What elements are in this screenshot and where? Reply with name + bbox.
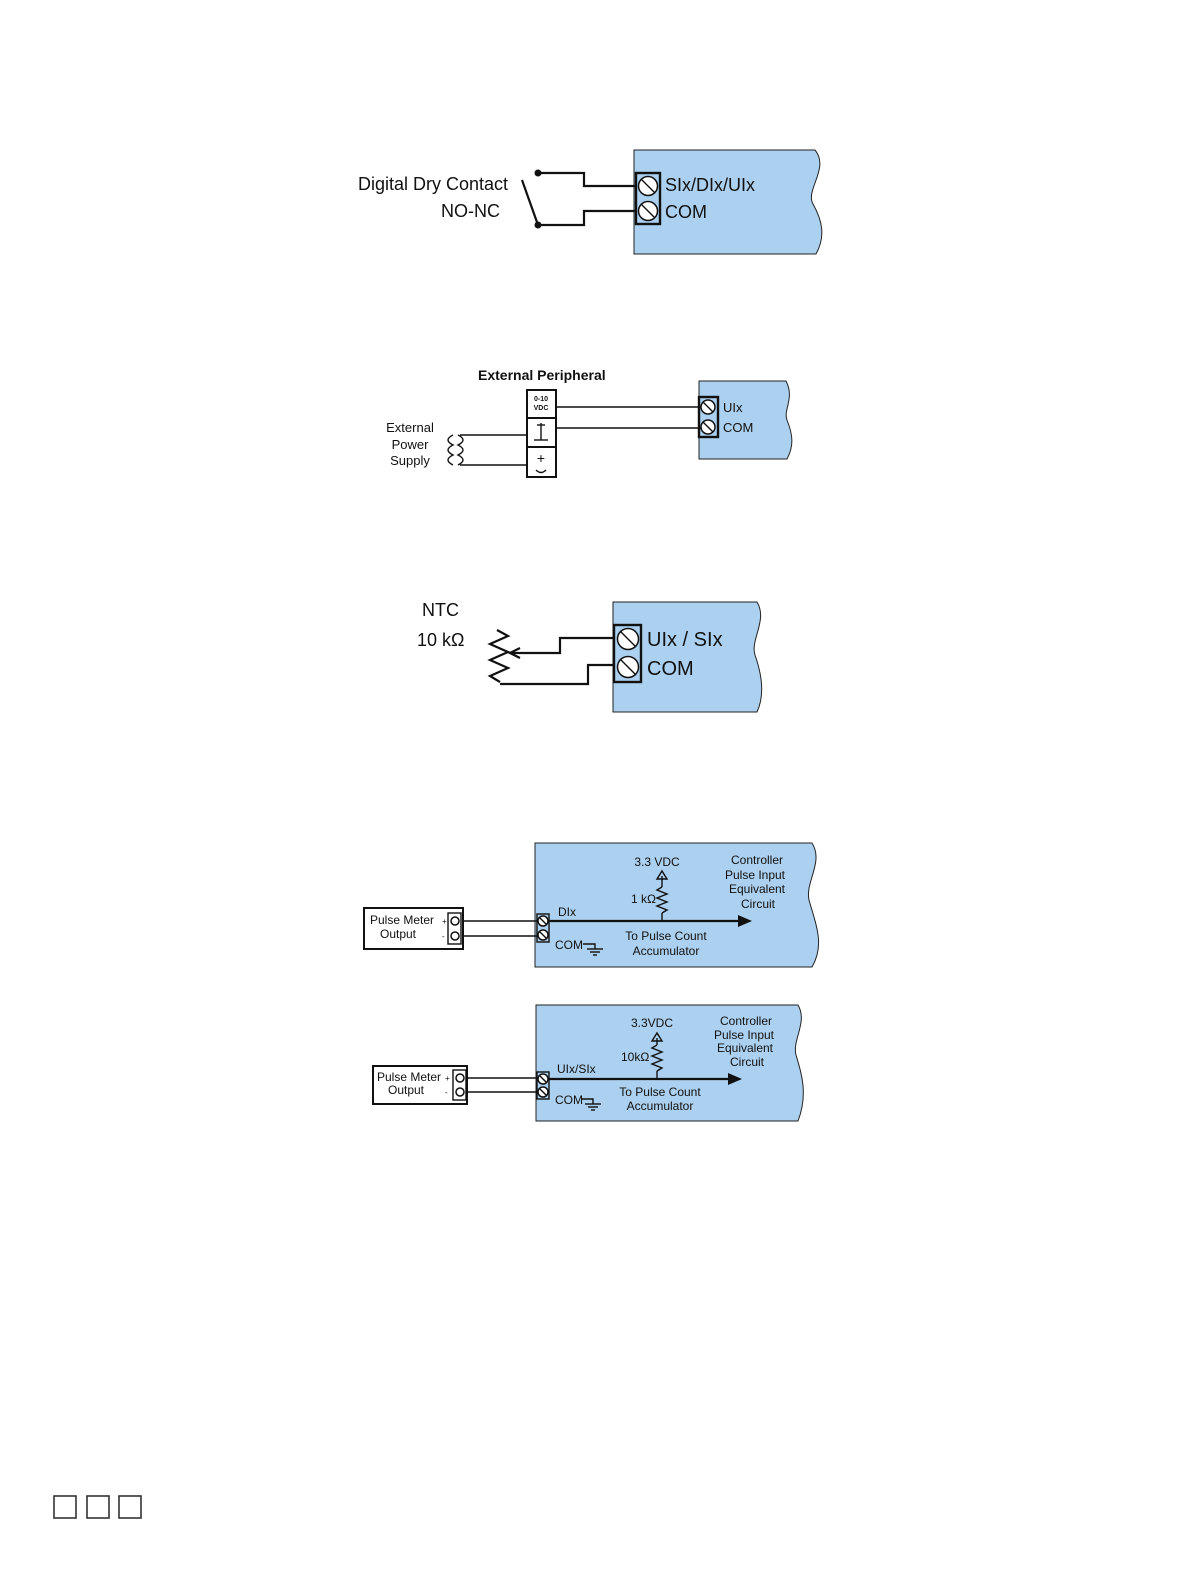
arrow-icon [728, 1073, 742, 1085]
contact-label: Digital Dry Contact [358, 174, 508, 194]
circuit-label-line2: Pulse Input [714, 1028, 775, 1042]
arrow-up-icon [655, 869, 669, 880]
accumulator-label-line1: To Pulse Count [625, 929, 707, 943]
meter-label-line1: Pulse Meter [377, 1070, 441, 1084]
ground-icon [582, 1098, 594, 1104]
minus-icon: - [442, 932, 445, 941]
screw-icon [450, 931, 460, 941]
screw-icon [450, 916, 460, 926]
voltage-label: 3.3VDC [631, 1016, 673, 1030]
plus-icon: + [442, 917, 447, 926]
arrow-icon [738, 915, 752, 927]
input-label: UIx/SIx [557, 1062, 596, 1076]
accumulator-label-line2: Accumulator [633, 944, 700, 958]
controller-panel [633, 149, 823, 255]
transformer-icon [456, 434, 464, 466]
square-icon [118, 1495, 142, 1519]
circuit-label-line1: Controller [731, 853, 783, 867]
com-label: COM [555, 938, 583, 952]
pulse-meter-box [372, 1065, 468, 1105]
circuit-label-line4: Circuit [730, 1055, 765, 1069]
ntc-label: NTC [422, 600, 459, 620]
terminal-input-label: UIx [723, 400, 743, 415]
supply-label-line2: Power [392, 437, 430, 452]
square-icon [86, 1495, 110, 1519]
terminal-block [536, 1071, 550, 1100]
terminal-com-label: COM [647, 658, 694, 680]
contact-type-label: NO-NC [441, 201, 500, 221]
minus-icon: - [445, 1088, 448, 1097]
meter-label-line2: Output [388, 1083, 425, 1097]
circuit-label-line2: Pulse Input [725, 868, 786, 882]
plus-icon: + [445, 1074, 450, 1083]
wire-com [500, 663, 615, 686]
ground-icon [583, 943, 596, 949]
terminal-block [634, 171, 662, 226]
resistor-icon [655, 886, 669, 914]
supply-label-line3: Supply [390, 453, 430, 468]
circuit-label-line4: Circuit [741, 897, 776, 911]
thermistor-icon [487, 629, 511, 683]
accumulator-label-line2: Accumulator [627, 1099, 694, 1113]
supply-label-line1: External [386, 420, 434, 435]
screw-icon [455, 1073, 465, 1083]
com-label: COM [555, 1093, 583, 1107]
peripheral-label-line2: VDC [534, 405, 549, 412]
diagram-dry-contact: Digital Dry Contact NO-NC SIx/DIx/UIx CO… [358, 149, 823, 255]
controller-panel [534, 842, 820, 968]
square-icon [53, 1495, 77, 1519]
wire-com [538, 209, 637, 227]
peripheral-output-box [526, 389, 557, 419]
meter-label-line2: Output [380, 927, 417, 941]
terminal-com-label: COM [665, 202, 707, 222]
meter-label-line1: Pulse Meter [370, 913, 434, 927]
pulse-meter-box [363, 907, 464, 950]
plus-icon: + [537, 450, 545, 466]
terminal-com-label: COM [723, 420, 753, 435]
resistor-label: 10kΩ [621, 1050, 649, 1064]
resistor-icon [650, 1044, 664, 1072]
peripheral-title: External Peripheral [478, 367, 606, 383]
controller-panel [698, 380, 793, 460]
resistor-label: 1 kΩ [631, 892, 656, 906]
screw-icon [455, 1087, 465, 1097]
terminal-input-label: UIx / SIx [647, 629, 723, 651]
diagram-pulse-dix: Pulse Meter Output + - 3.3 VDC 1 kΩ DIx … [363, 842, 820, 968]
diagram-ntc: NTC 10 kΩ UIx / SIx COM [417, 600, 763, 713]
diagram-pulse-uix: Pulse Meter Output + - 3.3VDC 10kΩ UIx/S… [372, 1004, 804, 1122]
terminal-block [536, 913, 550, 943]
terminal-input-label: SIx/DIx/UIx [665, 175, 755, 195]
controller-panel [535, 1004, 804, 1122]
voltage-label: 3.3 VDC [634, 855, 680, 869]
circuit-label-line3: Equivalent [717, 1041, 774, 1055]
input-label: DIx [558, 905, 576, 919]
peripheral-label-line1: 0-10 [534, 396, 548, 403]
switch-blade [520, 179, 540, 226]
arrow-up-icon [650, 1031, 664, 1042]
wire-input [538, 171, 637, 188]
footer-icons [53, 1495, 142, 1519]
wire-input [512, 636, 615, 655]
circuit-label-line3: Equivalent [729, 882, 786, 896]
accumulator-label-line1: To Pulse Count [619, 1085, 701, 1099]
circuit-label-line1: Controller [720, 1014, 772, 1028]
ac-icon [535, 469, 547, 474]
controller-panel [612, 601, 763, 713]
terminal-block [697, 395, 720, 439]
ntc-value-label: 10 kΩ [417, 630, 464, 650]
terminal-block [612, 623, 643, 684]
diagram-external-peripheral: External Peripheral 0-10 VDC + External … [386, 367, 793, 478]
